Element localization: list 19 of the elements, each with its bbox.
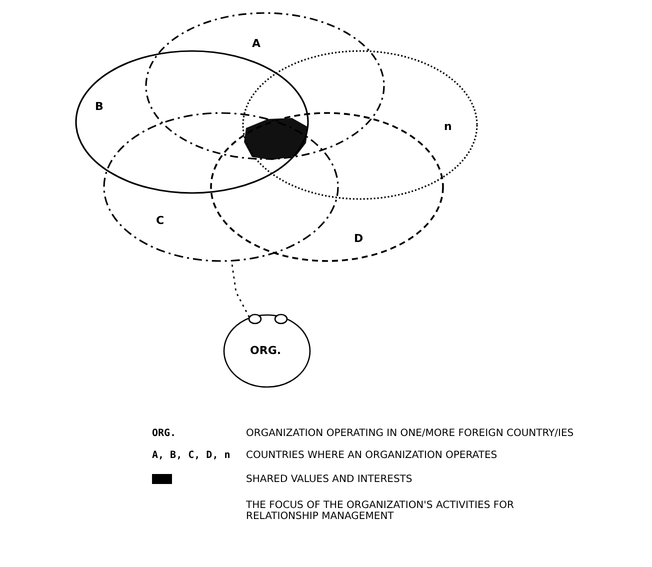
- legend-key: A, B, C, D, n: [152, 450, 230, 461]
- legend-description: THE FOCUS OF THE ORGANIZATION'S ACTIVITIES FOR RELATIONSHIP MANAGEMENT: [246, 500, 515, 522]
- ellipse-label: n: [444, 121, 452, 133]
- legend-text: SHARED VALUES AND INTERESTS: [246, 474, 412, 485]
- connector-line: [230, 262, 250, 318]
- ellipse-label: ORG.: [250, 345, 282, 357]
- ellipse-label: A: [252, 38, 261, 50]
- country-ellipse: [210, 112, 444, 262]
- organization-ellipse: [223, 314, 311, 388]
- country-ellipse: [242, 50, 478, 200]
- legend-description: COUNTRIES WHERE AN ORGANIZATION OPERATES: [246, 450, 498, 461]
- legend-description: ORGANIZATION OPERATING IN ONE/MORE FOREIGN COUNTRY/IES: [246, 428, 575, 439]
- ellipse-label: B: [95, 101, 104, 113]
- country-ellipse: [75, 50, 309, 194]
- country-ellipse: [145, 12, 385, 160]
- ellipse-label: D: [354, 233, 364, 245]
- country-ellipse: [103, 112, 339, 262]
- ellipse-label: C: [156, 215, 164, 227]
- legend-key: ORG.: [152, 428, 176, 439]
